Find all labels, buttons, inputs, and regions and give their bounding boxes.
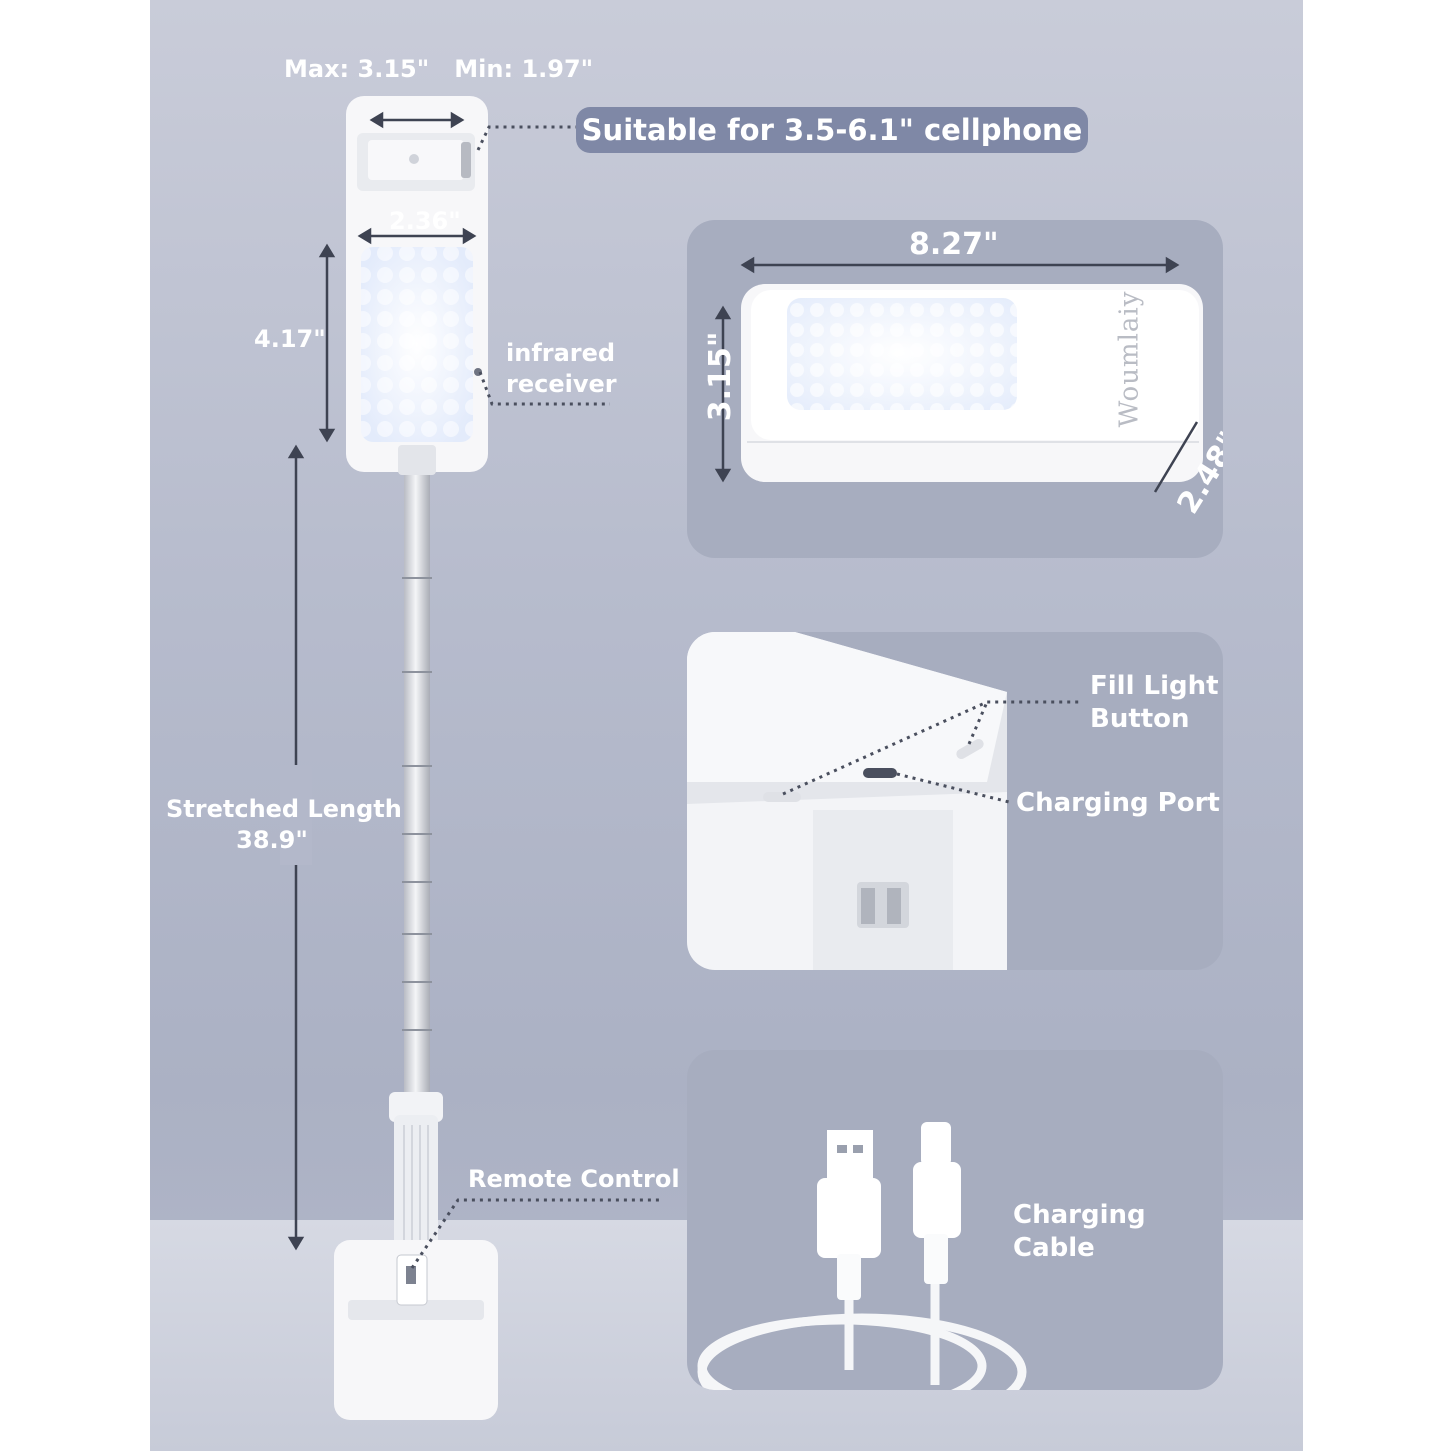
fill-light-button-left — [763, 792, 801, 802]
charging-port — [863, 768, 897, 778]
dimensions-panel: 8.27" 3.15" 2.48" Woumlaiy — [687, 220, 1223, 558]
stretched-length-label: Stretched Length 38.9" — [166, 795, 402, 854]
usb-c-connector — [921, 1122, 951, 1166]
compatibility-badge: Suitable for 3.5-6.1" cellphone — [576, 107, 1088, 153]
head-height-label: 4.17" — [254, 325, 326, 353]
height-label: 3.15" — [702, 331, 738, 422]
dimensions-illustration — [714, 256, 1203, 493]
buttons-illustration — [687, 632, 1079, 970]
head-width-label: 2.36" — [389, 207, 461, 235]
length-label: 8.27" — [909, 227, 999, 262]
buttons-panel: Fill Light Button Charging Port — [687, 632, 1223, 970]
fill-light-button-label: Fill Light Button — [1090, 671, 1219, 735]
cable-illustration — [697, 1122, 1027, 1390]
charging-port-label: Charging Port — [1016, 788, 1220, 818]
fill-light-button-right — [956, 739, 984, 759]
usb-a-connector — [827, 1130, 873, 1182]
clamp-range-label: Max: 3.15" Min: 1.97" — [284, 55, 594, 83]
remote-control-label: Remote Control — [468, 1165, 680, 1193]
cable-panel: Charging Cable — [687, 1050, 1223, 1390]
telescopic-pole — [404, 470, 430, 1110]
infrared-receiver-label: infrared receiver — [506, 339, 617, 398]
stand-base — [334, 1240, 498, 1420]
charging-cable-label: Charging Cable — [1013, 1200, 1146, 1264]
brand-mark: Woumlaiy — [1114, 290, 1145, 428]
